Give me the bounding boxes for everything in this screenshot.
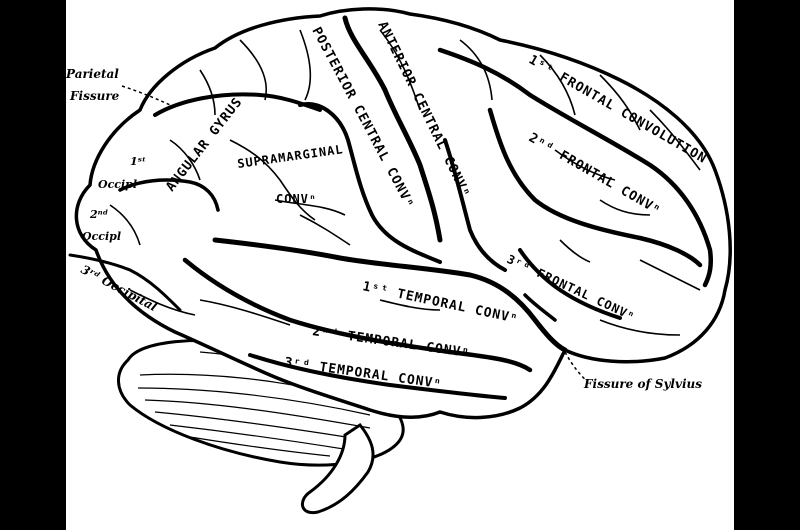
label-supramarginal-conv: CONVⁿ [276, 192, 317, 206]
label-fissure-of-sylvius: Fissure of Sylvius [583, 377, 702, 391]
label-occipital-1: Occipl [98, 178, 137, 191]
cerebrum-outline [74, 7, 732, 420]
sylvius-leader [564, 351, 589, 383]
postcentral-sulcus [298, 102, 442, 264]
label-parietal-fissure-line2: Fissure [69, 89, 120, 103]
label-occipital-1-ord: 1ˢᵗ [130, 155, 146, 168]
superior-frontal-sulcus [437, 47, 714, 288]
label-occipital-2: Occipl [82, 230, 121, 243]
fissures [68, 15, 714, 400]
label-occipital-2-ord: 2ⁿᵈ [89, 208, 108, 221]
occipital-sulcus [118, 178, 220, 212]
inferior-frontal-sulcus [487, 107, 703, 268]
leader-lines [121, 85, 589, 383]
intraparietal-sulcus [153, 92, 322, 117]
brain-stem [301, 422, 375, 515]
sylvian-fissure [212, 237, 568, 353]
precentral-sulcus [443, 138, 507, 272]
parietal-fissure-leader [121, 85, 171, 106]
central-fissure [342, 15, 443, 243]
inferior-temporal-sulcus [248, 353, 507, 400]
superior-temporal-sulcus [182, 257, 533, 373]
gyral-contours [109, 29, 701, 336]
label-parietal-fissure-line1: Parietal [65, 67, 119, 81]
